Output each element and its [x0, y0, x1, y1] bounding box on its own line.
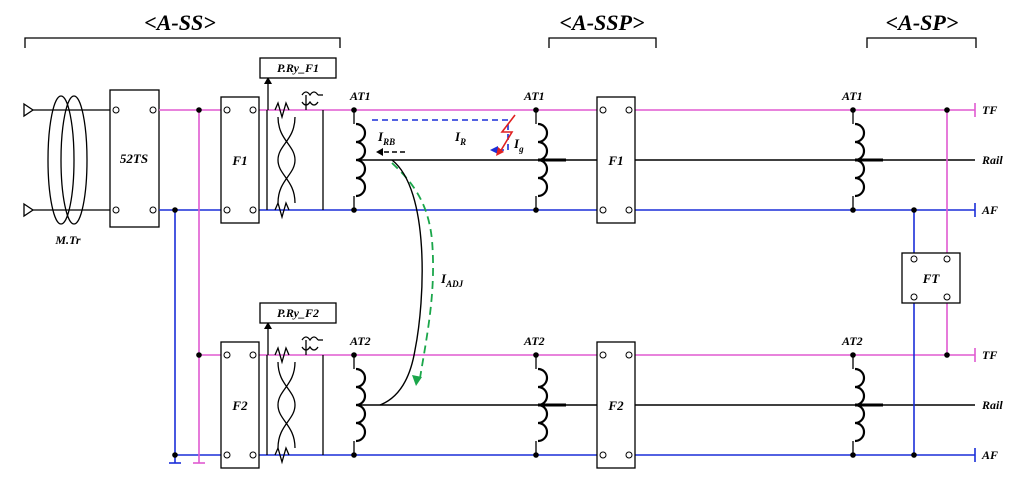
at1-ass-coil: [351, 107, 367, 213]
at1-ass-label: AT1: [349, 89, 371, 103]
main-transformer: [23, 95, 110, 225]
af-label-bottom: AF: [981, 448, 998, 462]
ts52-box: [109, 89, 160, 228]
iadj-label: IADJ: [440, 271, 464, 289]
f1-breaker-box: [220, 96, 260, 224]
section-assp-label: <A-SSP>: [560, 10, 645, 35]
ir-label: IR: [454, 129, 466, 147]
at1-assp-coil: [533, 107, 566, 213]
mtr-label: M.Tr: [54, 233, 81, 247]
ir-arrow-head: [490, 146, 498, 154]
at2-asp-coil: [850, 352, 883, 458]
relay-f2-circuit: [264, 322, 324, 465]
f2-breaker-box: [220, 341, 260, 469]
at2-assp-coil: [533, 352, 566, 458]
rail-label-bottom: Rail: [981, 398, 1003, 412]
ig-label: Ig: [513, 136, 524, 154]
box-terminals: [112, 106, 951, 459]
ft-label: FT: [922, 271, 941, 286]
ssp-f2-label: F2: [607, 398, 624, 413]
transformer-core-1: [47, 95, 75, 225]
at2-assp-label: AT2: [523, 334, 545, 348]
section-asp-label: <A-SP>: [886, 10, 959, 35]
irb-label: IRB: [377, 129, 395, 147]
tf-label-bottom: TF: [982, 348, 997, 362]
rail-label-top: Rail: [981, 153, 1003, 167]
transformer-core-2: [60, 95, 88, 225]
at2-ass-coil: [351, 352, 367, 458]
section-ass-bracket: [24, 37, 341, 48]
f1-label: F1: [231, 153, 247, 168]
relay-f1-box: [259, 57, 337, 79]
rail-return-curve: [379, 159, 423, 406]
section-asp-bracket: [866, 37, 977, 48]
section-ass-label: <A-SS>: [144, 10, 216, 35]
ssp-f2-box: [596, 341, 636, 469]
ssp-f1-box: [596, 96, 636, 224]
ssp-f1-label: F1: [607, 153, 623, 168]
relay-f2-box: [259, 302, 337, 324]
at1-assp-label: AT1: [523, 89, 545, 103]
iadj-arrow-head: [412, 375, 422, 386]
relay-f1-circuit: [264, 77, 324, 220]
relay-f1-label: P.Ry_F1: [277, 61, 319, 75]
tf-label-top: TF: [982, 103, 997, 117]
section-assp-bracket: [548, 37, 657, 48]
at1-asp-coil: [850, 107, 883, 213]
fault-lightning-icon: [499, 114, 516, 153]
f2-label: F2: [231, 398, 248, 413]
at2-ass-label: AT2: [349, 334, 371, 348]
ir-current-path: [372, 119, 509, 151]
input-arrow-top: [23, 102, 35, 118]
ts52-label: 52TS: [120, 151, 148, 166]
iadj-current-path: [391, 162, 434, 379]
at1-asp-label: AT1: [841, 89, 863, 103]
relay-f2-label: P.Ry_F2: [277, 306, 319, 320]
af-label-top: AF: [981, 203, 998, 217]
input-arrow-bottom: [23, 202, 35, 218]
at2-asp-label: AT2: [841, 334, 863, 348]
